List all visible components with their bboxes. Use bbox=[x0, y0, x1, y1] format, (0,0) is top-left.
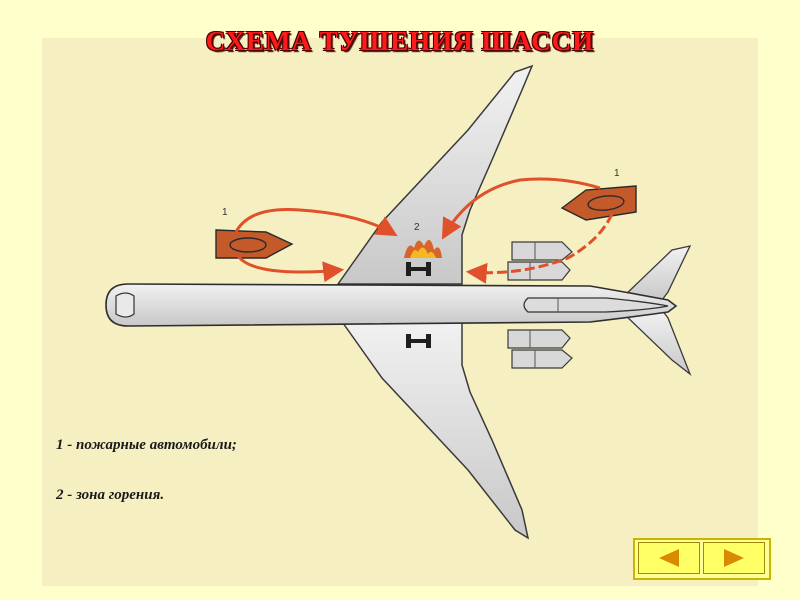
engine-upper-outer bbox=[511, 241, 573, 261]
triangle-left-icon bbox=[659, 549, 679, 567]
tail-stabilizer-lower bbox=[620, 309, 692, 376]
fuselage bbox=[105, 283, 678, 327]
navigation-bar bbox=[633, 538, 771, 580]
legend-item-fire-zone: 2 - зона горения. bbox=[56, 487, 165, 503]
landing-gear-upper-icon bbox=[406, 262, 431, 276]
label-truck-right: 1 bbox=[614, 168, 620, 179]
slide-title: СХЕМА ТУШЕНИЯ ШАССИ bbox=[205, 26, 595, 56]
arrow-right-truck-upper bbox=[441, 177, 601, 240]
triangle-right-icon bbox=[724, 549, 744, 567]
engine-lower-inner bbox=[507, 329, 571, 349]
next-slide-button[interactable] bbox=[703, 542, 765, 574]
landing-gear-lower-icon bbox=[406, 334, 431, 348]
fire-icon bbox=[404, 239, 442, 258]
engine-lower-outer bbox=[511, 349, 573, 369]
tail-fin bbox=[523, 297, 669, 313]
arrow-left-truck-upper bbox=[234, 207, 398, 237]
label-truck-left: 1 bbox=[222, 207, 228, 218]
fire-truck-left-icon bbox=[215, 229, 294, 259]
arrow-right-truck-lower bbox=[465, 213, 614, 284]
arrow-left-truck-lower bbox=[236, 255, 345, 283]
label-fire-zone: 2 bbox=[414, 222, 420, 233]
cockpit bbox=[115, 292, 135, 318]
legend-item-fire-trucks: 1 - пожарные автомобили; bbox=[56, 437, 237, 453]
lower-wing bbox=[336, 315, 530, 540]
fire-truck-right-icon bbox=[560, 185, 637, 221]
tail-stabilizer-upper bbox=[620, 245, 692, 301]
previous-slide-button[interactable] bbox=[638, 542, 700, 574]
